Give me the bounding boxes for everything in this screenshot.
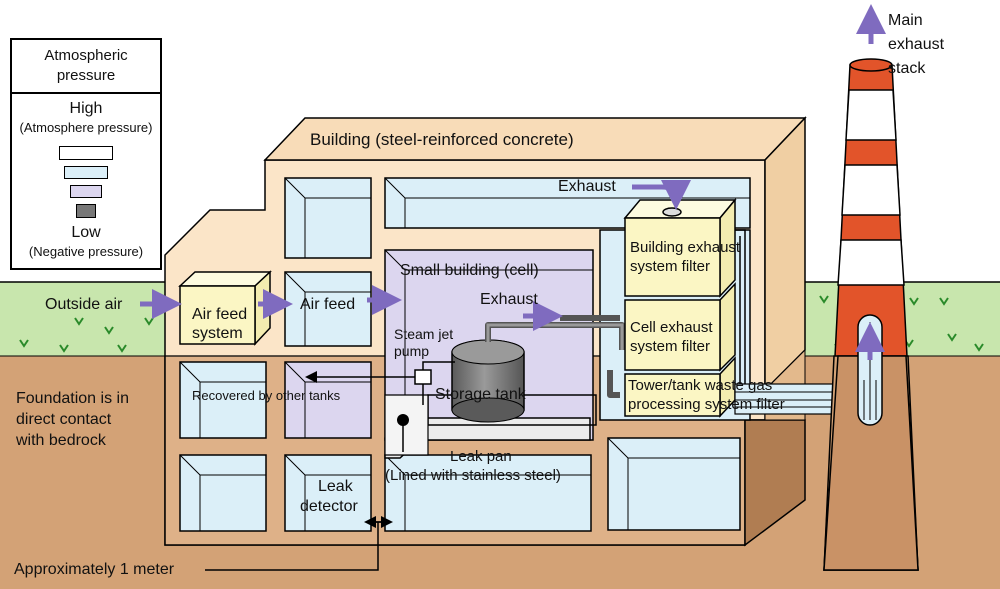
filters (623, 197, 737, 418)
air-feed-label: Air feed (300, 296, 356, 313)
legend-swatch-atmospheric (59, 146, 113, 160)
recovery-room (284, 361, 372, 439)
building-side (764, 116, 806, 392)
building-label: Building (steel-reinforced concrete) (310, 130, 574, 149)
cell-filter-label-2: system filter (630, 338, 711, 355)
legend-high-note: (Atmosphere pressure) (19, 120, 153, 135)
air-feed-box (178, 270, 272, 346)
building-filter-label-1: Building exhaust (630, 239, 741, 256)
air-feed-system-label-1: Air feed (192, 306, 248, 323)
storage-tank-label: Storage tank (435, 386, 526, 403)
outside-air-label: Outside air (45, 296, 123, 313)
steam-jet-label-2: pump (394, 343, 430, 359)
stack-label-2: exhaust (888, 36, 945, 53)
air-feed-system-label-2: system (192, 325, 243, 342)
foundation-label-3: with bedrock (16, 432, 106, 449)
exhaust-mid-label: Exhaust (480, 291, 538, 308)
legend-title-line1: Atmospheric (44, 47, 128, 64)
approx-label: Approximately 1 meter (14, 561, 175, 578)
legend-title-line2: pressure (56, 67, 116, 84)
legend-low: Low (71, 224, 101, 241)
tower-filter-label-2: processing system filter (628, 396, 785, 413)
stack-label-1: Main (888, 12, 923, 29)
stack-label-3: stack (888, 60, 926, 77)
steam-jet-label-1: Steam jet (394, 326, 454, 342)
building-filter-label-2: system filter (630, 258, 711, 275)
exhaust-top-label: Exhaust (558, 178, 616, 195)
legend-low-note: (Negative pressure) (28, 244, 144, 259)
leak-detector-label-1: Leak (318, 478, 353, 495)
recovered-label: Recovered by other tanks (192, 388, 341, 403)
leak-pan-label-2: (Lined with stainless steel) (385, 467, 561, 484)
flow-arrows (140, 4, 886, 360)
foundation-label-2: direct contact (16, 411, 112, 428)
legend-high: High (69, 100, 103, 117)
foundation-label-1: Foundation is in (16, 390, 129, 407)
leak-pan-label-1: Leak pan (450, 448, 512, 465)
legend-swatch-cell (70, 185, 102, 198)
leak-detector-label-2: detector (300, 498, 358, 515)
small-building-label: Small building (cell) (400, 262, 539, 279)
pressure-legend: Atmospheric pressure High (Atmosphere pr… (10, 38, 162, 270)
legend-header: Atmospheric pressure (12, 40, 160, 94)
tower-filter-label-1: Tower/tank waste gas (628, 377, 773, 394)
legend-swatch-room (64, 166, 108, 179)
cell-filter-label-1: Cell exhaust (630, 319, 713, 336)
legend-swatch-tank (76, 204, 96, 218)
